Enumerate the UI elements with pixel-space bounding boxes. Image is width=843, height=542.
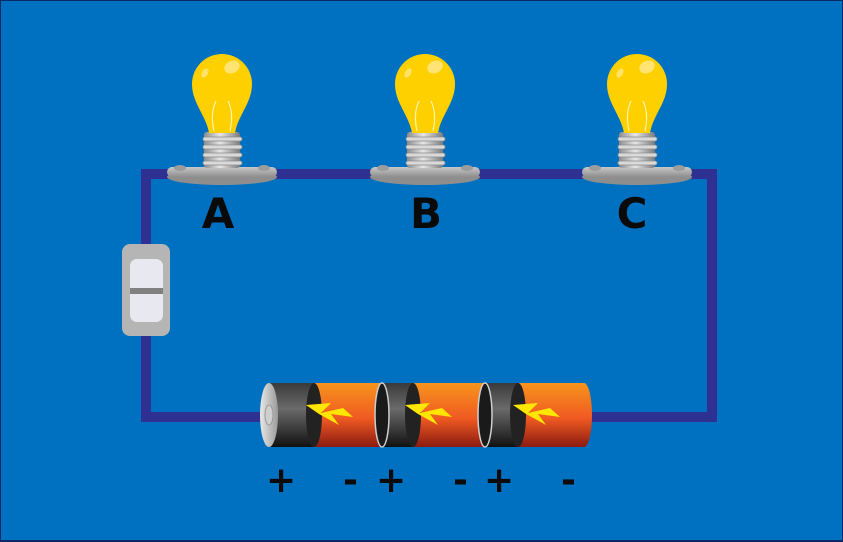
screw-thread [405,136,446,142]
polarity-minus-2: - [453,460,468,501]
screw-thread [617,152,658,158]
screw-thread [405,160,446,166]
switch-line [130,288,163,294]
bulb-glass [607,54,667,133]
bulb-a [167,54,277,185]
cell-3-rim [477,382,493,448]
bolt-icon [306,403,353,425]
bulb-filament-left [211,100,217,132]
polarity-minus-3: - [561,460,576,501]
battery [260,382,592,448]
bulb-highlight-small [404,68,412,78]
plate-screw-left [377,165,389,171]
bulb-filament-right [430,100,436,132]
screw-thread [202,152,243,158]
polarity-minus-1: - [343,460,358,501]
screw-thread [405,144,446,150]
bolt-icon [513,403,560,425]
screw-thread [202,136,243,142]
bulb-plate [370,167,480,177]
wire-bottom-right [586,412,717,422]
bulb-label-c: C [616,189,648,238]
bulbs [167,54,692,185]
bulb-glass [395,54,455,133]
screw-thread [202,160,243,166]
positive-terminal [264,404,274,426]
bulb-filament-left [414,100,420,132]
polarity-plus-1: + [266,460,297,501]
cell-3-seam [510,383,526,447]
cell-3-end [576,383,592,447]
bulb-highlight-small [616,68,624,78]
bulb-highlight [427,60,443,74]
plate-screw-right [461,165,473,171]
bulb-label-a: A [201,189,235,238]
bulb-highlight [224,60,240,74]
screw-thread [617,144,658,150]
bulb-plate [582,167,692,177]
cell-2-seam [405,383,421,447]
bulb-plate [167,167,277,177]
screw-thread [617,160,658,166]
plate-screw-left [174,165,186,171]
bulb-highlight [639,60,655,74]
bulb-label-b: B [409,189,442,238]
wire-right [707,169,717,422]
screw-thread [405,152,446,158]
bulb-filament-left [626,100,632,132]
plate-screw-right [673,165,685,171]
screw-thread [617,136,658,142]
bulb-b [370,54,480,185]
bulb-highlight-small [201,68,209,78]
cell-2-rim [374,382,390,448]
polarity-plus-2: + [376,460,407,501]
bulb-filament-right [642,100,648,132]
wire-bottom-left [141,412,271,422]
cell-1-seam [306,383,322,447]
bulb-c [582,54,692,185]
plate-screw-left [589,165,601,171]
bolt-icon [405,403,452,425]
switch[interactable] [122,244,170,336]
screw-thread [202,144,243,150]
bulb-filament-right [227,100,233,132]
plate-screw-right [258,165,270,171]
polarity-plus-3: + [484,460,515,501]
bulb-glass [192,54,252,133]
